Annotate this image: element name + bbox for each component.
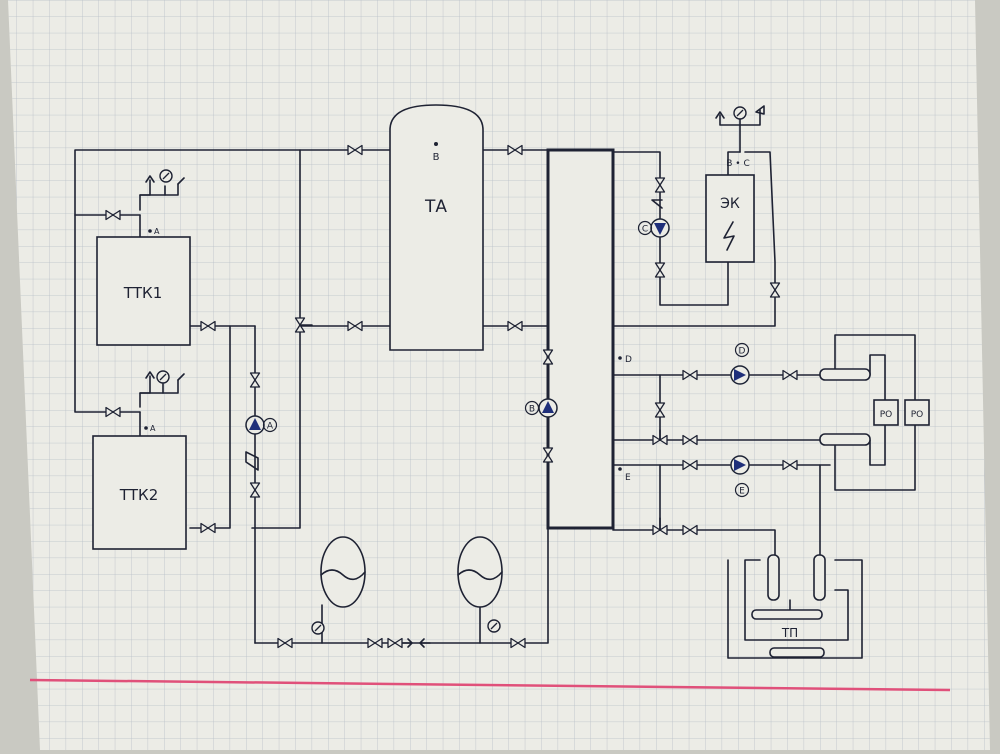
pump-d: D (730, 342, 750, 385)
manifold-bottom (819, 433, 871, 446)
boiler-ttk2 (92, 435, 187, 550)
air-vent-icon (145, 175, 155, 183)
point-e-label: E (625, 473, 631, 483)
safety-valve-icon (177, 373, 185, 381)
margin-line (29, 678, 951, 692)
pump-a: A (245, 415, 278, 435)
radiator-ro-2 (904, 399, 930, 426)
point-d-label: D (625, 355, 632, 365)
three-way-valve-icon (294, 317, 313, 333)
air-vent-icon (145, 371, 155, 379)
expansion-tank-icon (457, 536, 503, 608)
pressure-gauge-icon (159, 169, 173, 183)
pressure-gauge-icon (487, 619, 501, 633)
point-bc-label: B • C (726, 159, 750, 169)
ro2-label: РО (911, 410, 924, 420)
arrow-right-icon (402, 638, 413, 648)
filter-icon (245, 451, 259, 471)
ttk2-label: ТТК2 (119, 486, 159, 504)
three-way-valve-icon (652, 429, 668, 446)
point-b-dot (434, 142, 438, 146)
safety-valve-icon (755, 105, 765, 115)
pressure-gauge-icon (311, 621, 325, 635)
tp-loop-2 (769, 647, 825, 658)
pressure-gauge-icon (156, 370, 170, 384)
pump-a-label: A (267, 422, 274, 432)
buffer-tank-ta (389, 104, 484, 351)
ta-label: ТА (424, 197, 447, 217)
pump-b: B (524, 398, 558, 418)
pressure-gauge-icon (733, 106, 747, 120)
expansion-tank-icon (320, 536, 366, 608)
air-vent-icon (715, 111, 725, 119)
radiator-ro-1 (873, 399, 899, 426)
point-a2-label: A (150, 424, 156, 433)
point-a1-dot (148, 229, 152, 233)
boiler-ttk1 (96, 236, 191, 346)
ek-label: ЭК (720, 196, 740, 212)
point-b-label: B (433, 152, 440, 163)
ttk1-label: ТТК1 (123, 284, 163, 302)
safety-valve-icon (177, 177, 185, 185)
point-d-dot (618, 356, 622, 360)
electric-boiler-ek (705, 174, 755, 263)
pump-c: C (637, 218, 670, 238)
point-e-dot (618, 467, 622, 471)
pump-c-label: C (642, 225, 648, 235)
tp-manifold-right (813, 554, 826, 601)
filter-icon (651, 199, 663, 209)
three-way-valve-icon (652, 517, 668, 536)
ro1-label: РО (880, 410, 893, 420)
pump-e: E (730, 455, 750, 498)
tp-label: ТП (781, 626, 798, 640)
tp-loop-1 (751, 609, 823, 620)
point-a1-label: A (154, 227, 160, 236)
hydraulic-separator (546, 148, 615, 530)
pump-b-label: B (529, 405, 535, 415)
point-a2-dot (144, 426, 148, 430)
arrow-left-icon (419, 638, 431, 648)
heating-element-icon (723, 221, 735, 251)
pump-e-label: E (739, 487, 745, 497)
manifold-top (819, 368, 871, 381)
pump-d-label: D (739, 347, 746, 357)
tp-manifold-left (767, 554, 780, 601)
